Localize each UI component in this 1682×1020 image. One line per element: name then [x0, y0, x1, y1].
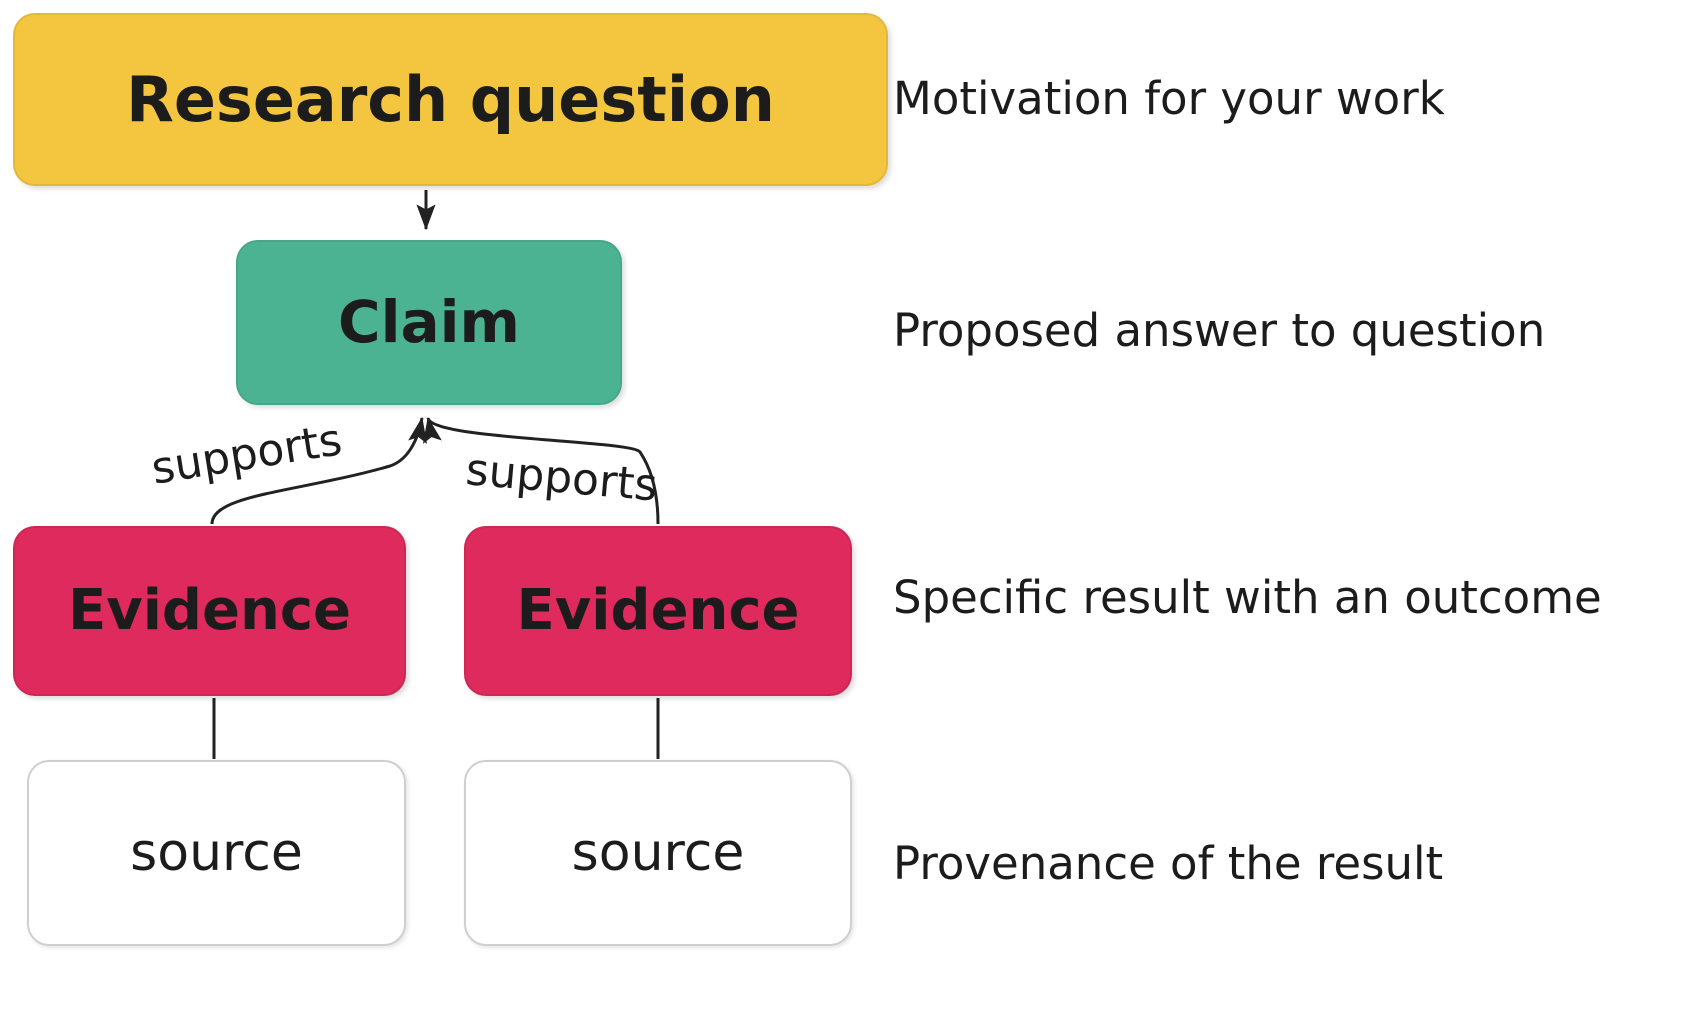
- node-evidence-1[interactable]: Evidence: [13, 526, 406, 696]
- annotation-research-question: Motivation for your work: [893, 72, 1445, 125]
- node-source-1[interactable]: source: [27, 760, 406, 946]
- annotation-evidence: Specific result with an outcome: [893, 571, 1602, 624]
- node-source-2[interactable]: source: [464, 760, 852, 946]
- node-claim-label: Claim: [338, 288, 520, 357]
- node-evidence-2-label: Evidence: [516, 577, 800, 643]
- node-research-question-label: Research question: [126, 62, 775, 136]
- node-evidence-2[interactable]: Evidence: [464, 526, 852, 696]
- node-claim[interactable]: Claim: [236, 240, 622, 405]
- annotation-claim: Proposed answer to question: [893, 304, 1546, 357]
- node-source-1-label: source: [130, 822, 303, 883]
- node-evidence-1-label: Evidence: [67, 577, 352, 643]
- node-research-question[interactable]: Research question: [13, 13, 888, 186]
- edge-label-supports-right: supports: [463, 444, 660, 512]
- node-source-2-label: source: [571, 822, 745, 883]
- edge-label-supports-left: supports: [147, 414, 346, 495]
- annotation-source: Provenance of the result: [893, 837, 1444, 890]
